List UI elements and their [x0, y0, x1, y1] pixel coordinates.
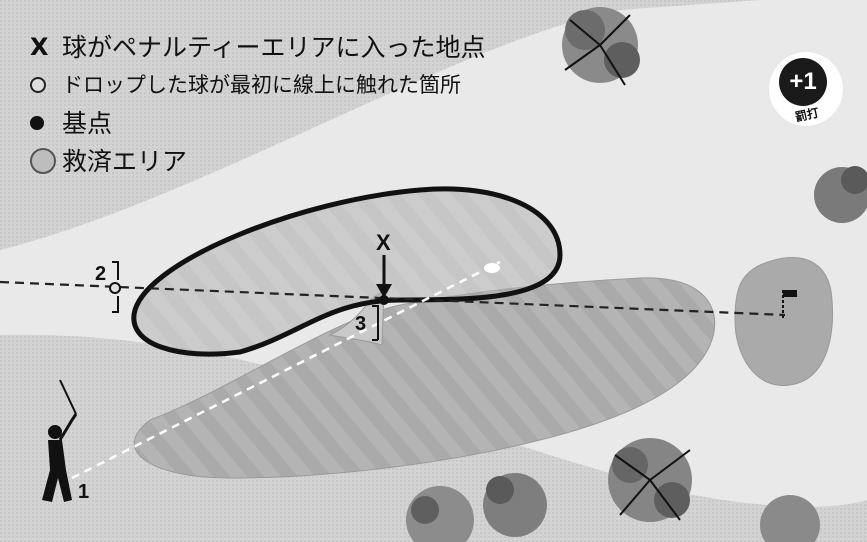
legend-item-entry-point: X 球がペナルティーエリアに入った地点: [30, 28, 486, 66]
penalty-stroke-badge: +1 罰打: [769, 52, 843, 126]
bracket-2: [112, 261, 119, 313]
point-1-label: 1: [78, 481, 89, 503]
tree-icon: [483, 473, 547, 537]
point-2-label: 2: [95, 263, 106, 285]
green: [734, 257, 833, 386]
point-3-label: 3: [355, 313, 366, 335]
hollow-dot-icon: [30, 77, 56, 93]
tree-icon: [562, 7, 640, 86]
tree-icon: [814, 166, 867, 223]
penalty-value: +1: [779, 58, 827, 106]
reference-point: [379, 295, 389, 305]
x-marker-label: X: [376, 230, 391, 255]
entry-point-arrow: [376, 255, 392, 298]
legend-label: ドロップした球が最初に線上に触れた箇所: [62, 72, 461, 97]
relief-area-icon: [30, 148, 56, 174]
tree-icon: [608, 438, 692, 522]
ball-icon: [484, 263, 500, 273]
solid-dot-icon: [30, 116, 56, 130]
legend: X 球がペナルティーエリアに入った地点 ドロップした球が最初に線上に触れた箇所 …: [30, 28, 486, 180]
legend-item-reference-point: 基点: [30, 104, 486, 142]
drop-touch-point: [109, 282, 121, 294]
bunker-area: [133, 277, 716, 479]
ball-flight-line: [71, 260, 501, 480]
golfer-icon: [42, 379, 78, 502]
legend-label: 球がペナルティーエリアに入った地点: [62, 32, 486, 62]
legend-label: 救済エリア: [62, 146, 188, 176]
x-mark-icon: X: [30, 33, 49, 61]
penalty-area-outline: [131, 186, 563, 357]
bracket-3: [372, 305, 379, 341]
flag-icon: [782, 290, 797, 318]
legend-item-relief-area: 救済エリア: [30, 142, 486, 180]
tree-icon: [406, 486, 474, 542]
reference-line: [0, 280, 786, 317]
legend-item-drop-point: ドロップした球が最初に線上に触れた箇所: [30, 66, 486, 104]
legend-label: 基点: [62, 108, 113, 138]
tree-icon: [760, 495, 820, 542]
